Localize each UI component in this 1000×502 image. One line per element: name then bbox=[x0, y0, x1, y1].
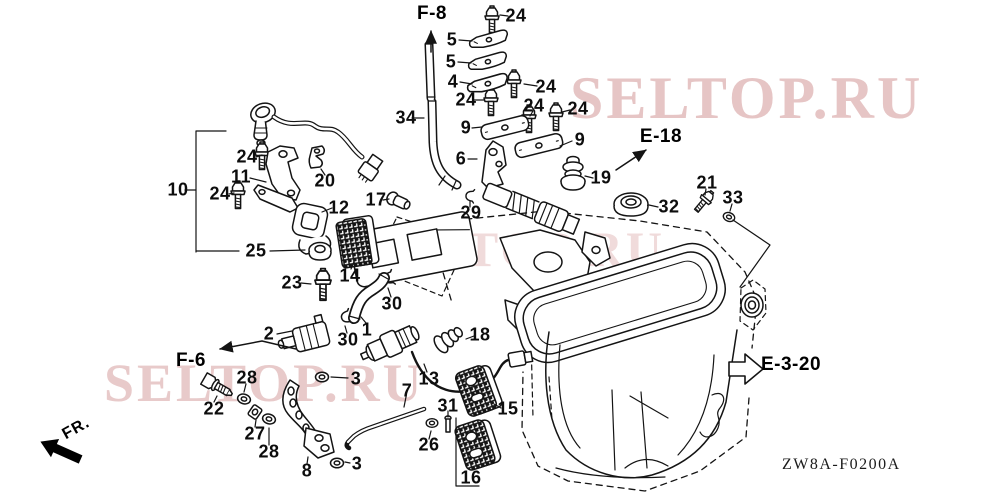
part-label-34: 34 bbox=[395, 107, 417, 128]
part-label-7: 7 bbox=[401, 380, 413, 401]
sensor-assembly bbox=[250, 102, 384, 183]
part-label-14: 14 bbox=[339, 265, 361, 286]
part-label-5: 5 bbox=[446, 29, 458, 50]
grommet-19 bbox=[560, 155, 586, 191]
part-label-4: 4 bbox=[447, 71, 459, 92]
part-label-24: 24 bbox=[236, 146, 258, 167]
bracket-11 bbox=[253, 145, 301, 213]
part-label-11: 11 bbox=[230, 166, 252, 187]
hose-1 bbox=[348, 272, 390, 324]
grommet-25 bbox=[308, 241, 332, 261]
rod-7 bbox=[344, 406, 427, 451]
ref-label-F-6: F-6 bbox=[176, 350, 206, 371]
part-label-24: 24 bbox=[567, 98, 589, 119]
part-label-15: 15 bbox=[497, 398, 519, 419]
part-label-21: 21 bbox=[696, 172, 718, 193]
part-label-24: 24 bbox=[535, 76, 557, 97]
part-label-18: 18 bbox=[469, 324, 491, 345]
pad-14 bbox=[335, 215, 380, 269]
ref-label-E-3-20: E-3-20 bbox=[760, 354, 822, 375]
bracket-6 bbox=[481, 140, 507, 189]
sensor-22 bbox=[200, 372, 233, 397]
part-label-31: 31 bbox=[437, 395, 459, 416]
diagram-part-code: ZW8A-F0200A bbox=[782, 456, 901, 473]
plug-17 bbox=[386, 191, 411, 210]
part-label-2: 2 bbox=[263, 323, 275, 344]
part-label-12: 12 bbox=[328, 197, 350, 218]
ref-label-E-18: E-18 bbox=[639, 126, 683, 147]
part-label-24: 24 bbox=[209, 183, 231, 204]
tube-34 bbox=[424, 40, 462, 191]
lever-8 bbox=[282, 379, 335, 459]
part-label-27: 27 bbox=[244, 423, 266, 444]
part-label-24: 24 bbox=[505, 5, 527, 26]
part-label-33: 33 bbox=[722, 187, 744, 208]
spring-18 bbox=[433, 326, 463, 354]
part-label-19: 19 bbox=[590, 167, 612, 188]
part-label-8: 8 bbox=[301, 460, 313, 481]
part-label-3: 3 bbox=[351, 453, 363, 474]
fr-arrow bbox=[40, 438, 83, 464]
mount-case-outline bbox=[348, 210, 767, 492]
part-label-26: 26 bbox=[418, 434, 440, 455]
part-label-22: 22 bbox=[203, 398, 225, 419]
part-label-28: 28 bbox=[258, 441, 280, 462]
part-label-5: 5 bbox=[445, 51, 457, 72]
part-label-9: 9 bbox=[460, 117, 472, 138]
part-label-30: 30 bbox=[337, 329, 359, 350]
part-label-29: 29 bbox=[460, 202, 482, 223]
shaft-end-hole bbox=[591, 245, 601, 255]
clamp-20 bbox=[308, 145, 326, 169]
part-label-17: 17 bbox=[365, 189, 387, 210]
cover-16 bbox=[454, 419, 502, 471]
part-label-32: 32 bbox=[658, 196, 680, 217]
part-label-6: 6 bbox=[455, 148, 467, 169]
leader-lines bbox=[184, 14, 771, 487]
part-label-9: 9 bbox=[574, 129, 586, 150]
part-label-28: 28 bbox=[236, 367, 258, 388]
part-label-24: 24 bbox=[455, 89, 477, 110]
watermark-text: SELTOP.RU bbox=[570, 65, 924, 131]
solenoid-2 bbox=[277, 313, 331, 353]
f6-arrow bbox=[219, 340, 297, 353]
part-label-30: 30 bbox=[381, 293, 403, 314]
part-label-13: 13 bbox=[418, 368, 440, 389]
case-rim bbox=[514, 242, 726, 364]
pump-assembly bbox=[359, 325, 420, 362]
part-label-10: 10 bbox=[167, 179, 189, 200]
part-label-16: 16 bbox=[460, 467, 482, 488]
grommet-32 bbox=[613, 192, 649, 217]
side-bushing bbox=[740, 292, 764, 318]
swivel-shaft bbox=[482, 182, 581, 235]
part-label-25: 25 bbox=[245, 240, 267, 261]
clip-27 bbox=[247, 404, 263, 420]
part-label-1: 1 bbox=[361, 319, 373, 340]
ref-label-F-8: F-8 bbox=[417, 3, 447, 24]
pin-31 bbox=[444, 415, 452, 433]
watermark-text: SELTOP.RU bbox=[104, 353, 425, 413]
part-label-23: 23 bbox=[281, 272, 303, 293]
part-label-24: 24 bbox=[523, 95, 545, 116]
part-label-3: 3 bbox=[350, 368, 362, 389]
e18-arrow bbox=[615, 149, 647, 171]
mount-tray bbox=[348, 211, 478, 288]
e320-block-arrow bbox=[728, 353, 764, 385]
cover-15 bbox=[454, 365, 503, 417]
part-label-20: 20 bbox=[314, 170, 336, 191]
